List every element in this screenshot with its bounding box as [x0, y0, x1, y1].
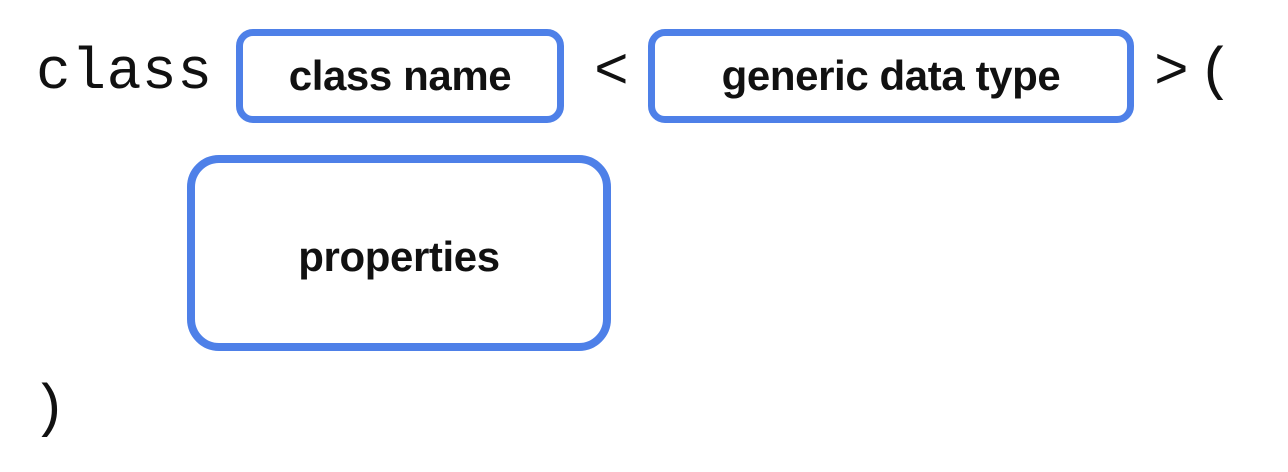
slot-generic-data-type-label: generic data type	[721, 52, 1061, 99]
keyword-class-token: class	[36, 41, 213, 106]
slot-class-name-label: class name	[288, 52, 512, 99]
paren-open-token: (	[1198, 41, 1233, 106]
slot-properties-label: properties	[298, 233, 500, 280]
slot-properties[interactable]: properties	[187, 155, 611, 351]
slot-generic-data-type[interactable]: generic data type	[648, 29, 1134, 123]
paren-close-token: )	[32, 378, 67, 443]
generic-close-bracket-token: >	[1154, 41, 1189, 106]
slot-class-name[interactable]: class name	[236, 29, 564, 123]
generic-open-bracket-token: <	[594, 41, 629, 106]
